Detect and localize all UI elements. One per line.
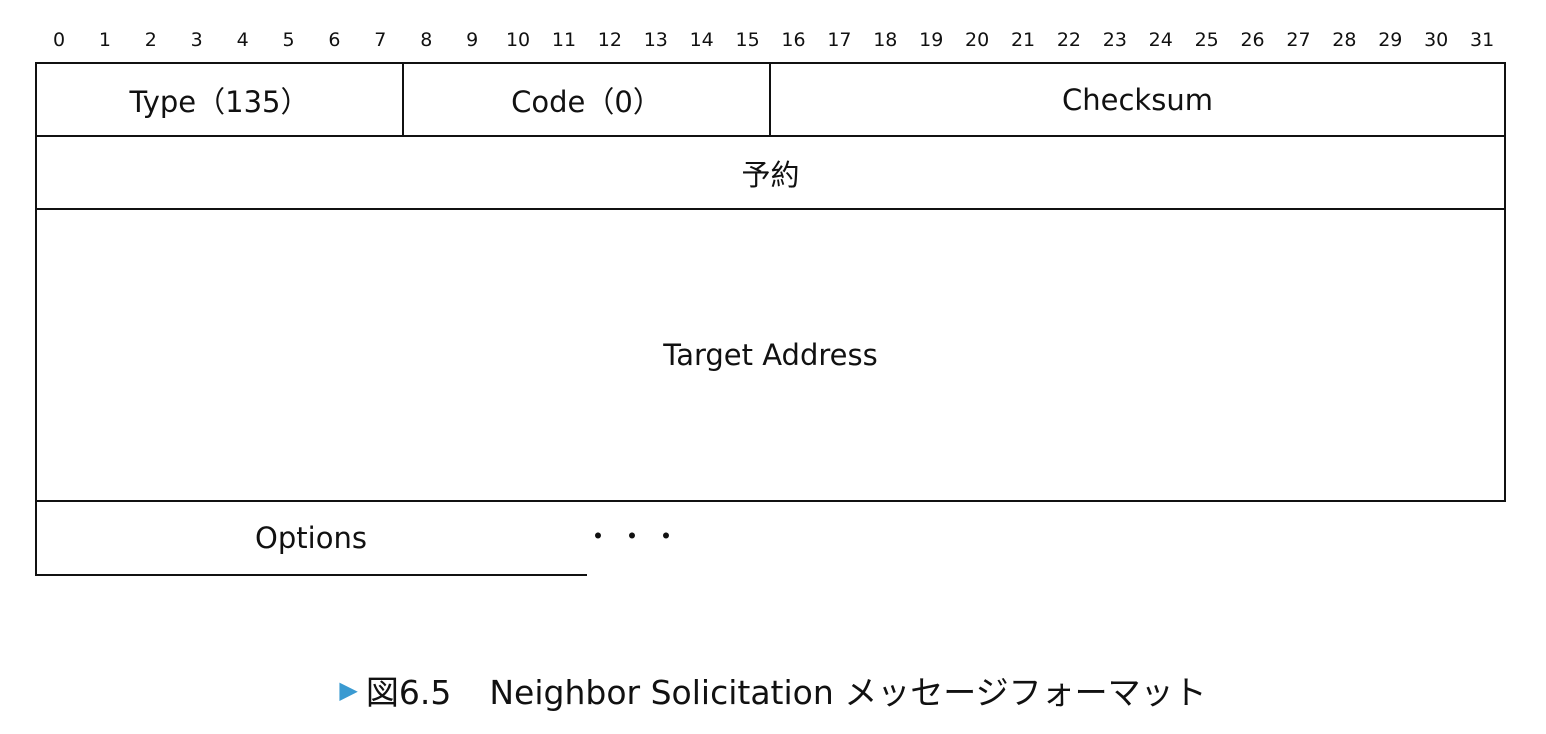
bit-label: 29: [1378, 29, 1403, 51]
target-address-field: Target Address: [36, 209, 1505, 501]
options-bottom-border: [36, 574, 587, 576]
target-address-field-label: Target Address: [663, 338, 878, 372]
continuation-dots: ・・・: [584, 520, 687, 553]
row2-bottom-border: [36, 208, 1506, 210]
reserved-field: 予約: [36, 136, 1505, 209]
bit-label: 3: [190, 29, 203, 51]
bit-label: 2: [144, 29, 157, 51]
bit-label: 14: [689, 29, 714, 51]
bit-label: 5: [282, 29, 295, 51]
row1-bottom-border: [36, 135, 1506, 137]
options-field: Options: [36, 501, 586, 575]
bit-label: 30: [1424, 29, 1449, 51]
type-code-divider: [402, 62, 404, 137]
bit-label: 9: [466, 29, 479, 51]
bit-label: 6: [328, 29, 341, 51]
type-field-label: Type（135）: [129, 84, 310, 119]
caption-title: Neighbor Solicitation メッセージフォーマット: [489, 673, 1207, 712]
bit-label: 26: [1240, 29, 1265, 51]
options-field-label: Options: [255, 521, 367, 555]
bit-label: 20: [965, 29, 990, 51]
code-field-label: Code（0）: [511, 84, 662, 119]
bit-label: 24: [1148, 29, 1173, 51]
bit-label: 21: [1010, 29, 1036, 51]
bit-label: 11: [551, 29, 577, 51]
top-border: [36, 62, 1506, 64]
bit-label: 4: [236, 29, 249, 51]
bit-label: 25: [1194, 29, 1219, 51]
bit-label: 16: [781, 29, 806, 51]
code-checksum-divider: [769, 62, 771, 137]
caption-number: 図6.5: [365, 673, 452, 712]
bit-label: 7: [374, 29, 387, 51]
right-border: [1504, 62, 1506, 502]
bit-label: 8: [420, 29, 433, 51]
bit-label: 31: [1470, 29, 1495, 51]
checksum-field: Checksum: [770, 63, 1505, 136]
caption-marker-icon: ▶: [339, 676, 358, 704]
bit-label: 0: [52, 29, 66, 51]
bit-label: 17: [827, 29, 852, 51]
type-field: Type（135）: [36, 63, 403, 136]
bit-label: 10: [505, 29, 531, 51]
bit-label: 19: [919, 29, 944, 51]
bit-label: 1: [98, 29, 111, 51]
bit-label: 23: [1102, 29, 1127, 51]
bit-label: 22: [1056, 29, 1082, 51]
bit-label: 15: [735, 29, 760, 51]
code-field: Code（0）: [403, 63, 770, 136]
left-border: [35, 62, 37, 576]
bit-label: 18: [873, 29, 898, 51]
bit-label: 27: [1286, 29, 1311, 51]
bit-label: 13: [643, 29, 668, 51]
checksum-field-label: Checksum: [1062, 82, 1213, 117]
figure-caption: ▶ 図6.5 Neighbor Solicitation メッセージフォーマット: [0, 665, 1546, 715]
reserved-field-label: 予約: [741, 157, 800, 192]
row3-bottom-border: [36, 500, 1506, 502]
bit-label: 28: [1332, 29, 1357, 51]
bit-label: 12: [597, 29, 622, 51]
